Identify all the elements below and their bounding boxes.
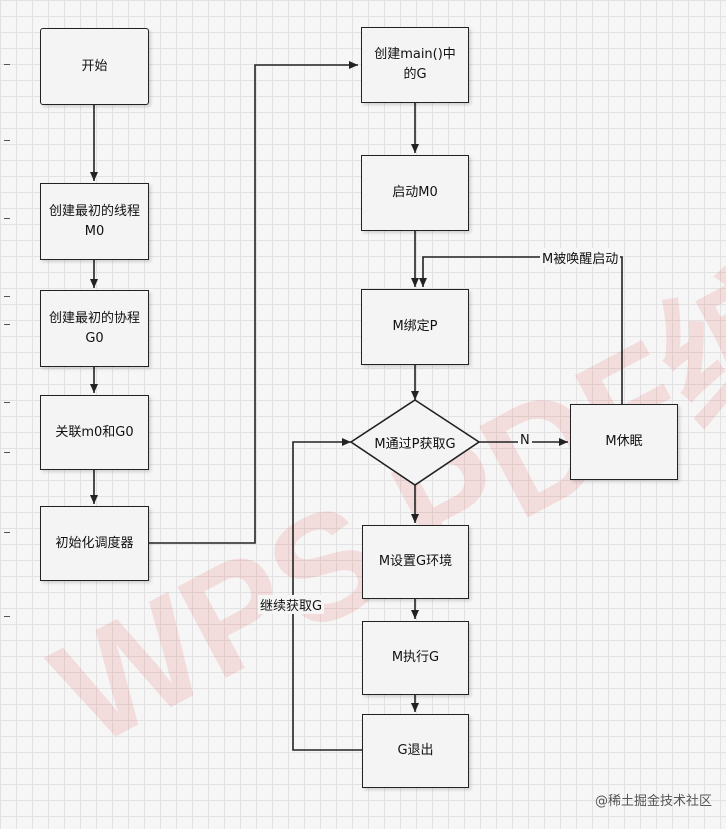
node-get-g-label: M通过P获取G — [374, 437, 456, 452]
node-link-m0-g0: 关联m0和G0 — [40, 395, 149, 470]
node-create-g0-label: 创建最初的协程 G0 — [48, 310, 140, 346]
node-sleep: M休眠 — [570, 404, 678, 480]
node-init-scheduler-label: 初始化调度器 — [55, 535, 134, 551]
node-start: 开始 — [40, 28, 149, 105]
edge-init-to-main-g — [149, 61, 358, 544]
node-create-m0-label: 创建最初的线程M0 — [48, 203, 140, 239]
edge-label-wake: M被唤醒启动 — [540, 248, 621, 267]
edge-label-continue: 继续获取G — [258, 595, 325, 614]
node-start-m0-label: 启动M0 — [392, 185, 438, 200]
node-init-scheduler: 初始化调度器 — [40, 506, 149, 581]
node-exit-g-label: G退出 — [397, 743, 434, 758]
node-exec-g: M执行G — [362, 621, 469, 695]
node-set-env-label: M设置G环境 — [378, 554, 453, 569]
node-bind-p: M绑定P — [361, 289, 469, 365]
node-create-m0: 创建最初的线程M0 — [40, 183, 149, 260]
credit-text: @稀土掘金技术社区 — [594, 794, 712, 809]
left-ruler — [0, 0, 10, 829]
node-link-label: 关联m0和G0 — [55, 424, 134, 440]
node-get-g: M通过P获取G — [351, 400, 479, 485]
edge-sleep-wake — [419, 256, 623, 404]
node-exec-g-label: M执行G — [391, 650, 440, 665]
node-set-env: M设置G环境 — [362, 525, 469, 599]
node-exit-g: G退出 — [362, 714, 469, 788]
node-create-main-g: 创建main()中的G — [361, 27, 469, 103]
node-create-g0: 创建最初的协程 G0 — [40, 290, 149, 367]
edge-label-no: N — [518, 433, 532, 448]
node-start-label: 开始 — [81, 58, 108, 74]
node-start-m0: 启动M0 — [361, 155, 469, 231]
node-bind-p-label: M绑定P — [392, 319, 438, 334]
node-sleep-label: M休眠 — [605, 434, 643, 449]
decision-diamond — [349, 399, 481, 486]
node-create-main-g-label: 创建main()中的G — [374, 47, 456, 82]
